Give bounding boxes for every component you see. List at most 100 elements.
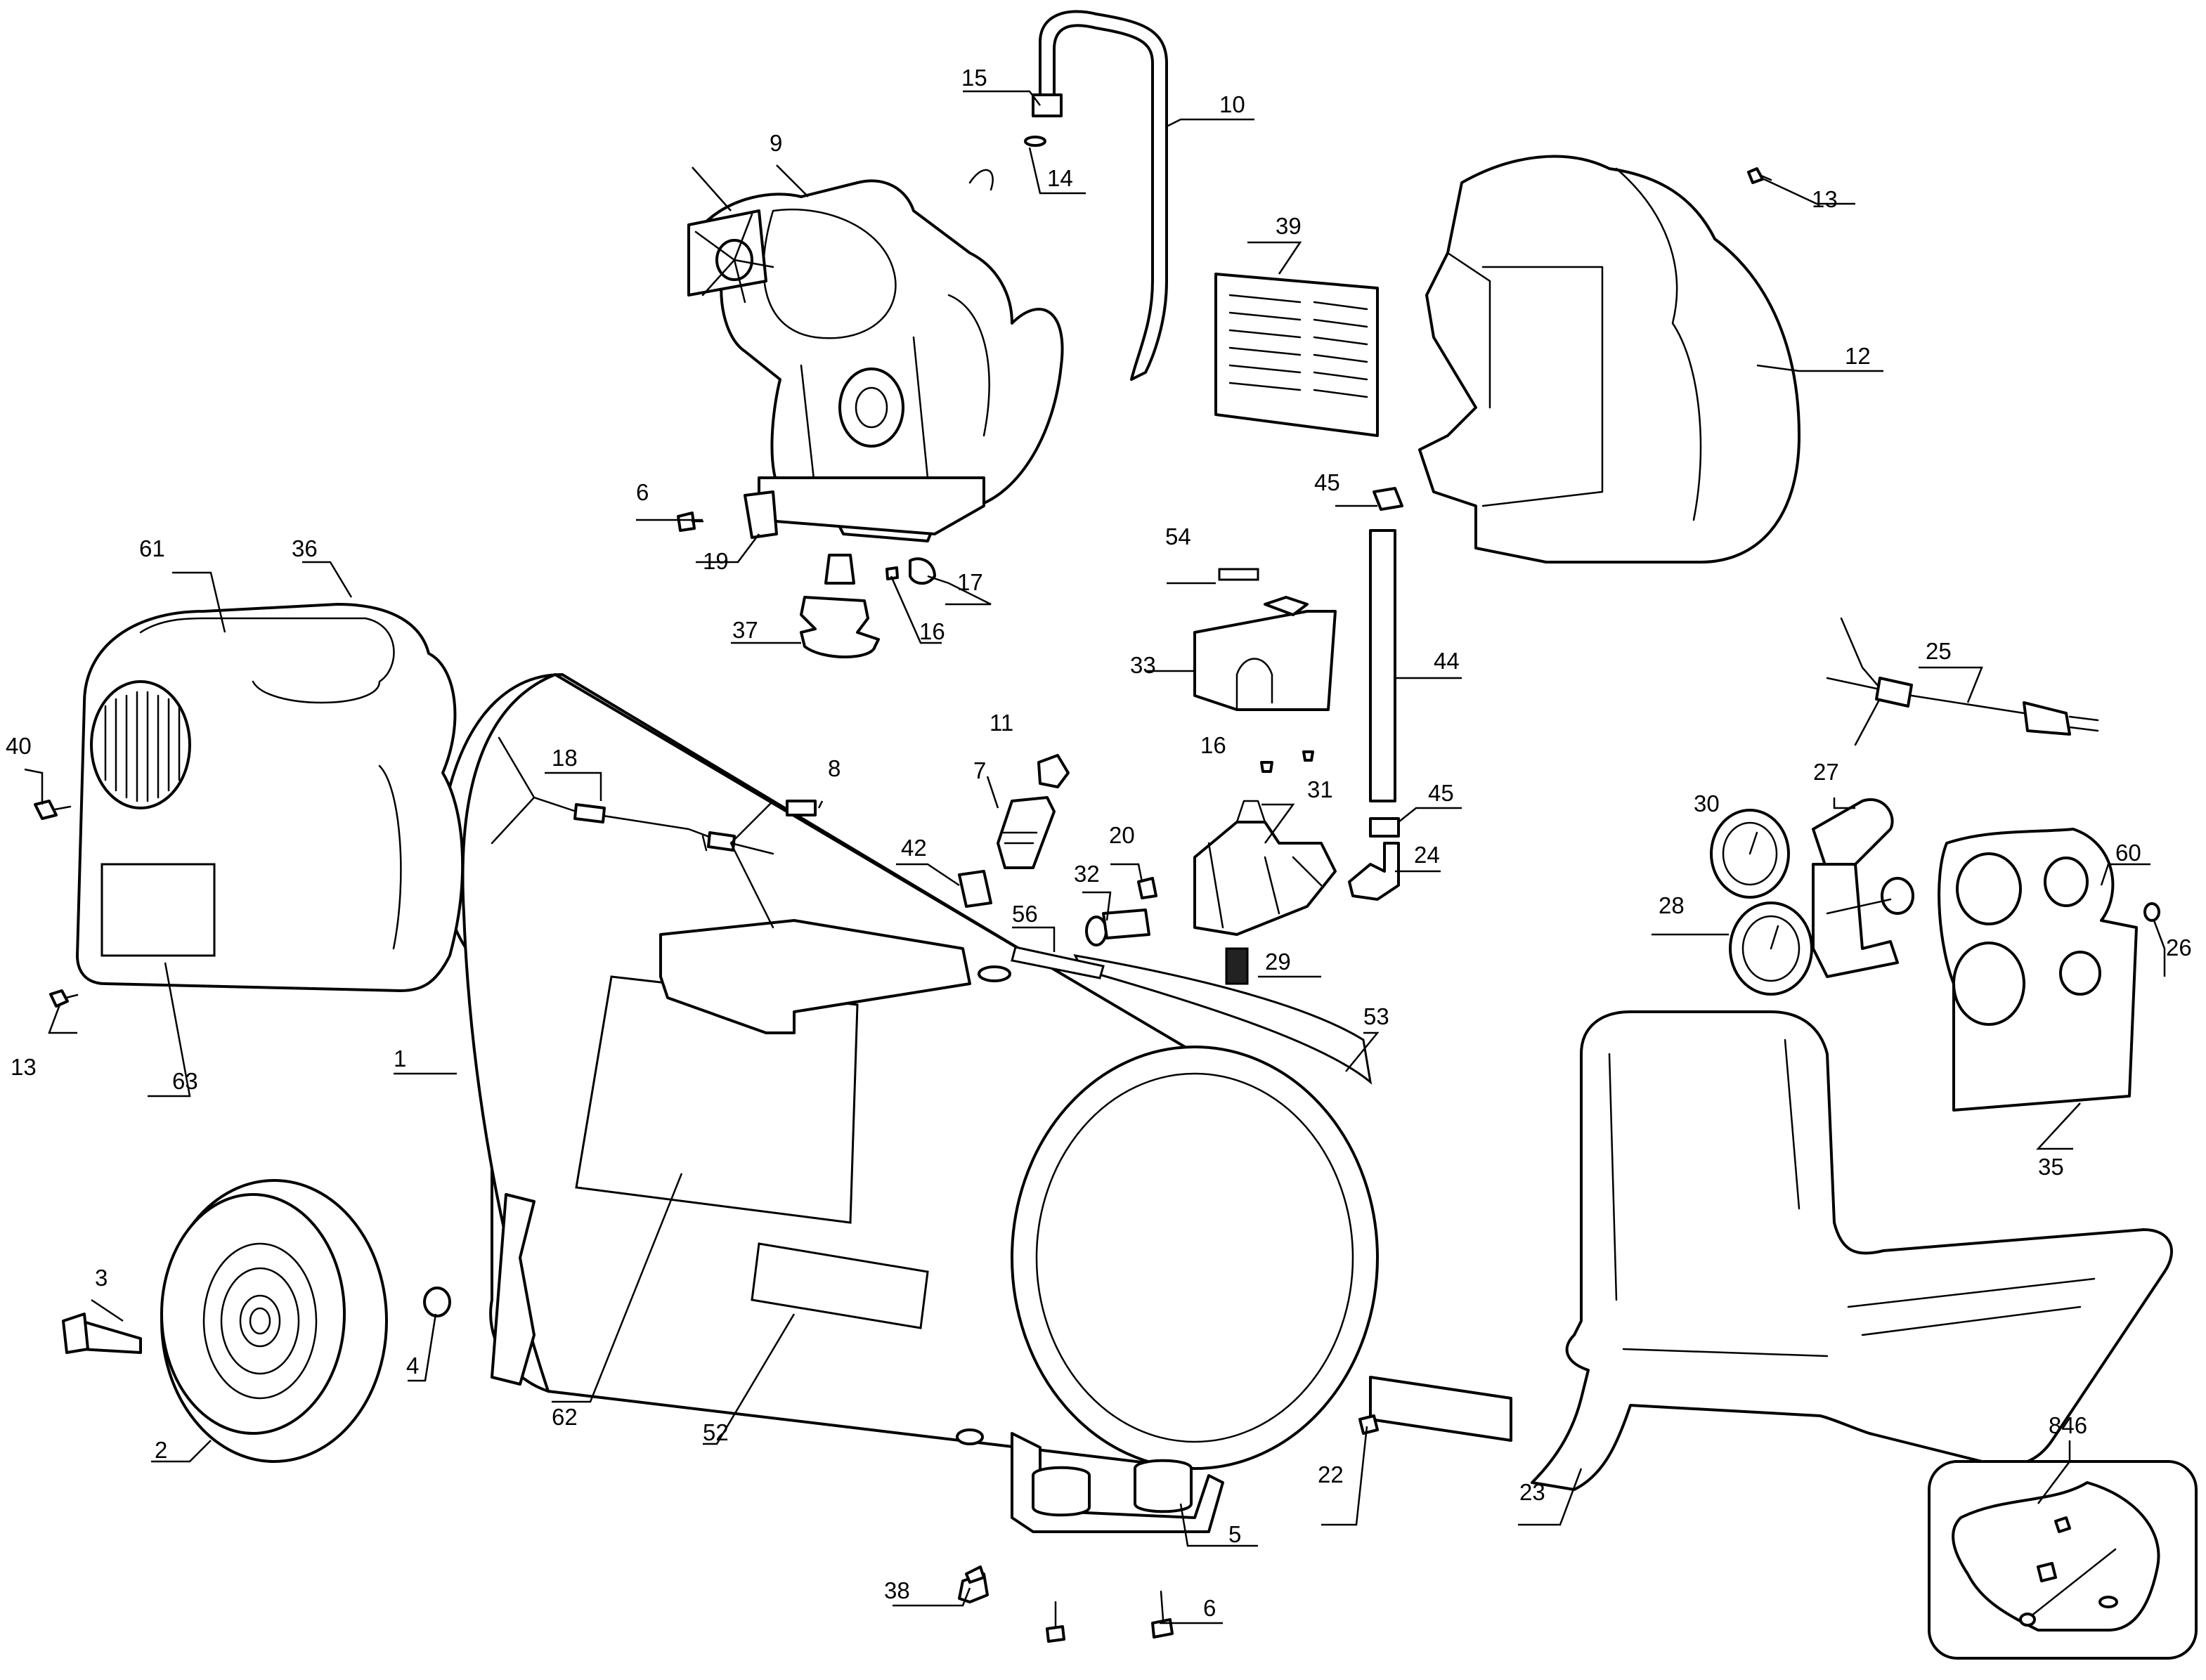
callout-4: 4	[406, 1353, 419, 1379]
screw-13-top	[1747, 167, 1772, 184]
callout-39: 39	[1276, 213, 1302, 239]
tube-44	[1369, 529, 1396, 802]
bolt-6-bottom	[1151, 1590, 1174, 1639]
callout-61: 61	[139, 535, 165, 561]
callout-10: 10	[1219, 91, 1245, 117]
callout-32: 32	[1074, 861, 1100, 887]
leader-lines	[24, 90, 2166, 1624]
callout-16-motor: 16	[919, 618, 945, 644]
handle-bracket-23	[1369, 1376, 1512, 1442]
air-tank	[440, 673, 1379, 1533]
check-valve-7	[997, 796, 1056, 869]
bracket-19	[744, 490, 778, 539]
wheel	[160, 1179, 388, 1463]
spring-29	[1225, 947, 1249, 985]
decal-63	[100, 863, 216, 957]
gauge-28	[1729, 901, 1813, 996]
plate-17	[909, 557, 936, 585]
regulator-27	[1812, 798, 1914, 978]
pump-mount-plate	[659, 919, 971, 1034]
screws-16-switch	[1260, 750, 1314, 773]
callout-6-bottom: 6	[1203, 1595, 1216, 1621]
motor-shroud	[76, 603, 465, 992]
callout-17: 17	[957, 569, 983, 595]
callout-40: 40	[6, 733, 32, 759]
decal-53	[1073, 954, 1373, 1085]
callout-45-bottom: 45	[1428, 780, 1454, 806]
bolt-22	[1358, 1414, 1379, 1435]
nut-11	[1037, 754, 1070, 788]
callout-31: 31	[1307, 776, 1333, 802]
tank-port	[978, 965, 1011, 982]
drain-valve-38	[958, 1565, 989, 1603]
fitting-45-bottom	[1369, 817, 1400, 838]
callout-25: 25	[1926, 638, 1952, 664]
screw-40	[34, 800, 72, 820]
callout-12: 12	[1845, 343, 1871, 369]
callout-53: 53	[1363, 1003, 1389, 1029]
callout-62: 62	[552, 1404, 578, 1430]
callout-16-switch: 16	[1200, 732, 1226, 758]
axle-bolt	[62, 1313, 142, 1354]
bolt-6-bottom-b	[1046, 1601, 1065, 1643]
label-54	[1218, 568, 1259, 581]
callout-29: 29	[1265, 949, 1291, 975]
screw-26	[2143, 902, 2160, 922]
pressure-switch	[1193, 800, 1337, 936]
callout-60: 60	[2115, 840, 2141, 866]
callout-30: 30	[1694, 790, 1720, 816]
motor-pump	[687, 167, 1064, 542]
label-56	[1011, 946, 1105, 979]
isolator-5b	[1134, 1459, 1193, 1513]
callout-9: 9	[770, 130, 782, 156]
decal-52	[751, 1242, 929, 1329]
callout-27: 27	[1813, 759, 1839, 785]
callout-19: 19	[703, 548, 729, 574]
tank-foot-left	[491, 1193, 536, 1386]
valve-32	[1085, 909, 1150, 946]
fitting-45-top	[1373, 487, 1403, 511]
callout-52: 52	[703, 1419, 729, 1445]
callout-7: 7	[973, 757, 986, 783]
control-panel-60	[1938, 828, 2138, 1112]
callouts: 1 2 3 4 5 6 6 7 8 9 10 11 12 13 13 14 15…	[6, 65, 2192, 1621]
callout-38: 38	[884, 1577, 910, 1603]
callout-1: 1	[394, 1046, 406, 1072]
washer-4	[423, 1287, 451, 1317]
callout-24: 24	[1414, 842, 1440, 868]
callout-45-top: 45	[1314, 469, 1340, 495]
callout-33: 33	[1130, 652, 1156, 678]
callout-14: 14	[1047, 165, 1073, 191]
motor-fan	[687, 209, 774, 304]
callout-846: 846	[2049, 1412, 2087, 1438]
filter-37	[800, 554, 880, 658]
callout-37: 37	[732, 617, 758, 643]
bolt-6-top	[677, 512, 704, 532]
callout-23: 23	[1519, 1479, 1545, 1505]
pump-hose	[1039, 10, 1168, 381]
gauge-30	[1710, 809, 1790, 899]
screw-13-left	[49, 989, 79, 1008]
callout-28: 28	[1659, 892, 1685, 918]
callout-44: 44	[1434, 648, 1460, 674]
power-cord-25	[1826, 617, 2099, 746]
o-ring-14	[1024, 136, 1046, 147]
callout-13-left: 13	[11, 1054, 37, 1080]
callout-22: 22	[1318, 1461, 1344, 1487]
fitting-15	[1032, 93, 1063, 117]
pressure-switch-cover	[1193, 596, 1337, 711]
callout-35: 35	[2038, 1154, 2064, 1180]
callout-26: 26	[2166, 935, 2192, 961]
callout-11: 11	[990, 710, 1013, 736]
callout-36: 36	[292, 535, 318, 561]
hardware-kit-846	[1928, 1460, 2198, 1660]
cable-18	[491, 736, 774, 929]
clip-8	[786, 800, 817, 816]
callout-3: 3	[95, 1265, 108, 1291]
tank-drain-port	[956, 1428, 984, 1445]
callout-63: 63	[172, 1068, 198, 1094]
callout-42: 42	[901, 835, 927, 861]
elbow-24	[1348, 842, 1400, 901]
unloader-20	[1137, 877, 1157, 899]
